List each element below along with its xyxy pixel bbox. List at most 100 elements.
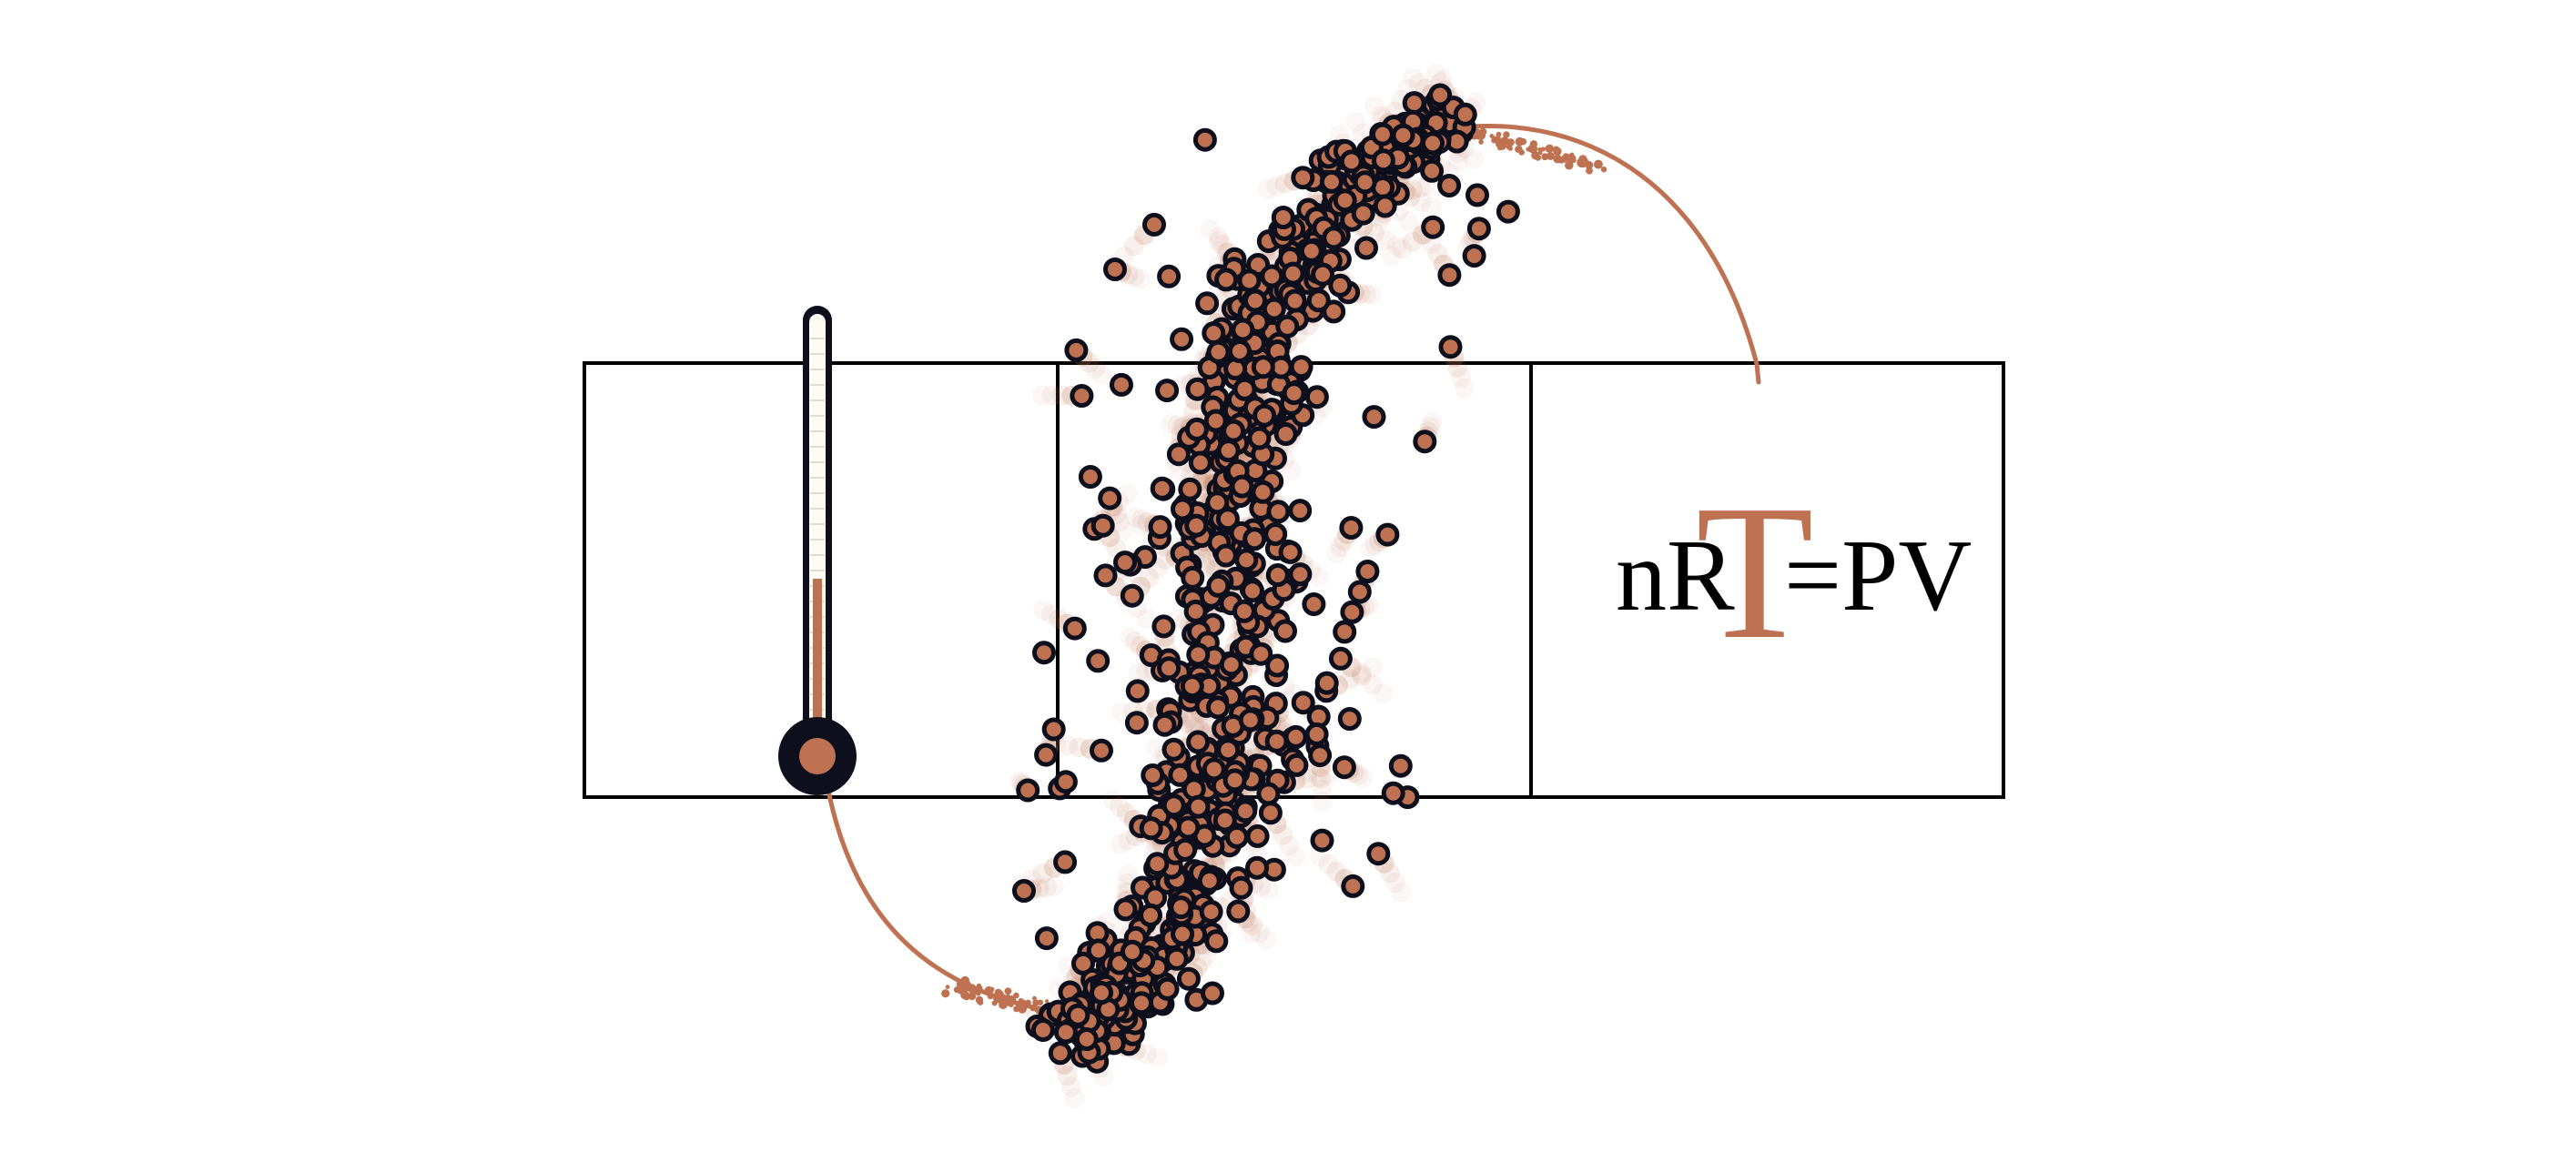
- particle-ghost: [1375, 229, 1396, 250]
- gas-particle: [1152, 712, 1177, 737]
- particle-ghost: [1085, 359, 1106, 379]
- particle-ghost: [1274, 173, 1295, 194]
- gas-particle: [1402, 91, 1426, 116]
- particle-ghost: [1111, 834, 1131, 854]
- particle-ghost: [1208, 227, 1229, 248]
- gas-particle: [1222, 419, 1246, 443]
- particle-ghost: [1392, 238, 1413, 259]
- gas-particle: [1032, 641, 1056, 665]
- particle-ghost: [1064, 1088, 1085, 1108]
- gas-particle: [1130, 991, 1153, 1015]
- gas-particle: [1170, 327, 1194, 351]
- trail-speck: [989, 986, 995, 992]
- particle-ghost: [1091, 364, 1112, 385]
- particle-ghost: [1161, 413, 1182, 434]
- gas-particle: [1053, 850, 1078, 874]
- particle-ghost: [1131, 510, 1151, 530]
- gas-particle: [1251, 480, 1275, 504]
- gas-particle: [1012, 879, 1036, 903]
- trail-speck: [945, 985, 950, 990]
- trail-speck: [975, 995, 984, 1005]
- trail-speck: [1478, 139, 1484, 145]
- trail-speck: [973, 990, 978, 995]
- gas-particle: [1090, 738, 1113, 763]
- gas-particle: [1110, 372, 1133, 397]
- trail-speck: [957, 983, 965, 992]
- gas-particle: [1070, 384, 1094, 408]
- gas-particle: [1222, 768, 1247, 793]
- gas-particle: [1310, 828, 1334, 853]
- particle-ghost: [1386, 236, 1407, 257]
- gas-particle: [1139, 903, 1162, 927]
- gas-particle: [1341, 874, 1365, 898]
- gas-particle: [1428, 83, 1453, 107]
- particle-ghost: [1455, 378, 1475, 399]
- particle-ghost: [1036, 877, 1057, 898]
- particle-ghost: [1281, 460, 1302, 481]
- particle-ghost: [1398, 211, 1419, 232]
- particle-ghost: [1326, 543, 1347, 564]
- particle-ghost: [1352, 665, 1372, 686]
- particle-ghost: [1339, 669, 1360, 690]
- particle-ghost: [1044, 875, 1065, 896]
- equation-temperature-term: T: [1696, 465, 1814, 679]
- gas-particle: [1034, 926, 1059, 951]
- gas-particle: [1120, 583, 1144, 608]
- trail-speck: [1508, 146, 1513, 151]
- particle-ghost: [1273, 824, 1293, 845]
- particle-ghost: [1125, 631, 1146, 652]
- trail-speck: [1506, 138, 1515, 147]
- gas-particle: [1314, 671, 1339, 695]
- gas-particle: [1176, 815, 1201, 840]
- particle-ghost: [1256, 929, 1277, 950]
- trail-speck: [1538, 151, 1543, 156]
- particle-ghost: [1422, 411, 1443, 432]
- gas-particle: [1205, 490, 1230, 515]
- trail-speck: [1600, 167, 1607, 173]
- trail-speck: [1516, 146, 1523, 152]
- gas-particle: [1328, 646, 1353, 671]
- particle-ghost: [1451, 368, 1472, 389]
- particle-ghost: [1364, 96, 1384, 116]
- particle-ghost: [1448, 150, 1469, 171]
- gas-particle: [1322, 299, 1346, 324]
- trail-speck: [1545, 144, 1555, 153]
- particle-ghost: [1257, 178, 1278, 199]
- particle-ghost: [1146, 737, 1167, 758]
- particle-ghost: [1110, 796, 1130, 817]
- gas-particle: [1308, 743, 1333, 768]
- particle-ghost: [1279, 835, 1300, 856]
- trail-speck: [991, 1000, 998, 1006]
- gas-particle: [1186, 730, 1211, 754]
- gas-particle: [1245, 824, 1270, 848]
- particle-ghost: [1112, 520, 1133, 541]
- particle-ghost: [1363, 657, 1384, 678]
- gas-particle: [1351, 201, 1375, 226]
- gas-particle: [1371, 148, 1395, 173]
- trail-speck: [1496, 142, 1500, 147]
- gas-particle: [1462, 244, 1486, 268]
- gas-particle: [1233, 799, 1258, 824]
- gas-particle: [1284, 753, 1309, 777]
- gas-particle: [1203, 409, 1228, 433]
- gas-particle: [1168, 763, 1192, 787]
- trail-speck: [959, 989, 967, 996]
- particle-ghost: [1258, 879, 1279, 900]
- trail-speck: [978, 985, 983, 990]
- trail-speck: [1532, 151, 1539, 157]
- particle-ghost: [1131, 515, 1151, 536]
- gas-particle: [1262, 297, 1286, 321]
- gas-particle: [1304, 385, 1329, 409]
- gas-particle: [1339, 516, 1364, 540]
- gas-particle: [1148, 515, 1172, 540]
- gas-particle: [1388, 753, 1413, 778]
- gas-particle: [1264, 729, 1289, 753]
- gas-particle: [1302, 592, 1326, 616]
- trail-speck: [1034, 1005, 1040, 1013]
- trail-speck: [1015, 1001, 1022, 1007]
- particle-ghost: [1421, 197, 1442, 217]
- particle-ghost: [1425, 64, 1446, 85]
- gas-particle: [1438, 335, 1463, 359]
